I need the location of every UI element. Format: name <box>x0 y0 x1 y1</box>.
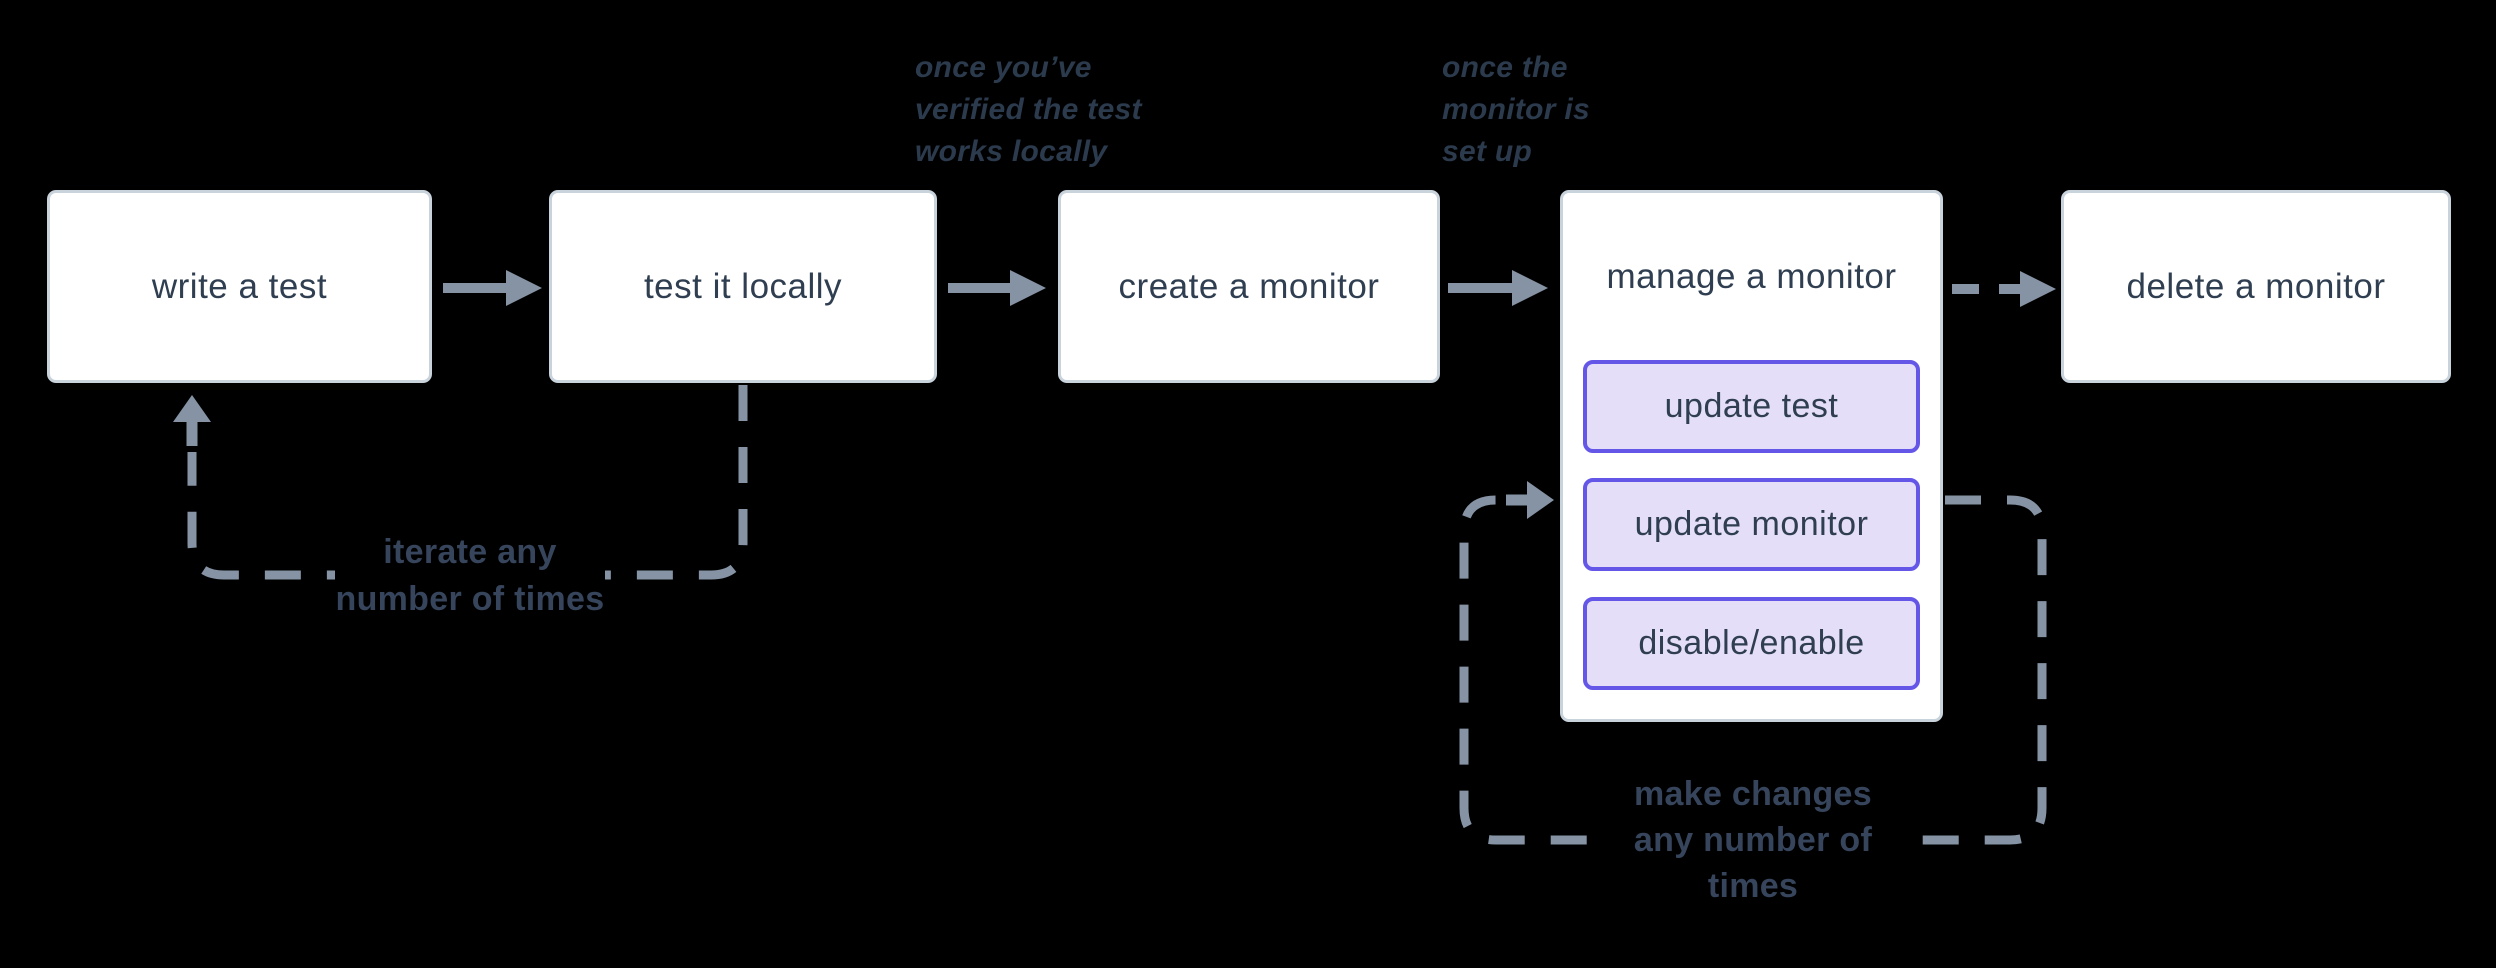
node-label: test it locally <box>643 266 843 306</box>
node-label: delete a monitor <box>2126 266 2386 306</box>
loop-label-make-changes: make changes any number of times <box>1588 771 1918 909</box>
action-update-monitor: update monitor <box>1583 478 1920 571</box>
arrow-write-to-test-icon <box>443 270 542 306</box>
action-update-test: update test <box>1583 360 1920 453</box>
node-test-it-locally: test it locally <box>549 190 937 383</box>
node-delete-a-monitor: delete a monitor <box>2061 190 2451 383</box>
node-manage-a-monitor: manage a monitor update test update moni… <box>1560 190 1943 722</box>
arrow-create-to-manage-icon <box>1448 270 1548 306</box>
loop-label-iterate: iterate any number of times <box>335 529 605 623</box>
node-label: create a monitor <box>1118 266 1380 306</box>
node-label: manage a monitor <box>1606 257 1897 296</box>
arrow-test-to-create-icon <box>948 270 1046 306</box>
action-disable-enable: disable/enable <box>1583 597 1920 690</box>
node-write-a-test: write a test <box>47 190 432 383</box>
arrow-manage-to-delete-icon <box>1952 271 2056 307</box>
node-create-a-monitor: create a monitor <box>1058 190 1440 383</box>
node-label: write a test <box>151 266 328 306</box>
action-label: update test <box>1664 387 1839 425</box>
action-label: disable/enable <box>1638 624 1865 662</box>
annotation-once-set-up: once the monitor is set up <box>1442 51 1591 168</box>
annotation-once-verified: once you’ve verified the test works loca… <box>915 51 1142 168</box>
action-label: update monitor <box>1634 505 1869 543</box>
